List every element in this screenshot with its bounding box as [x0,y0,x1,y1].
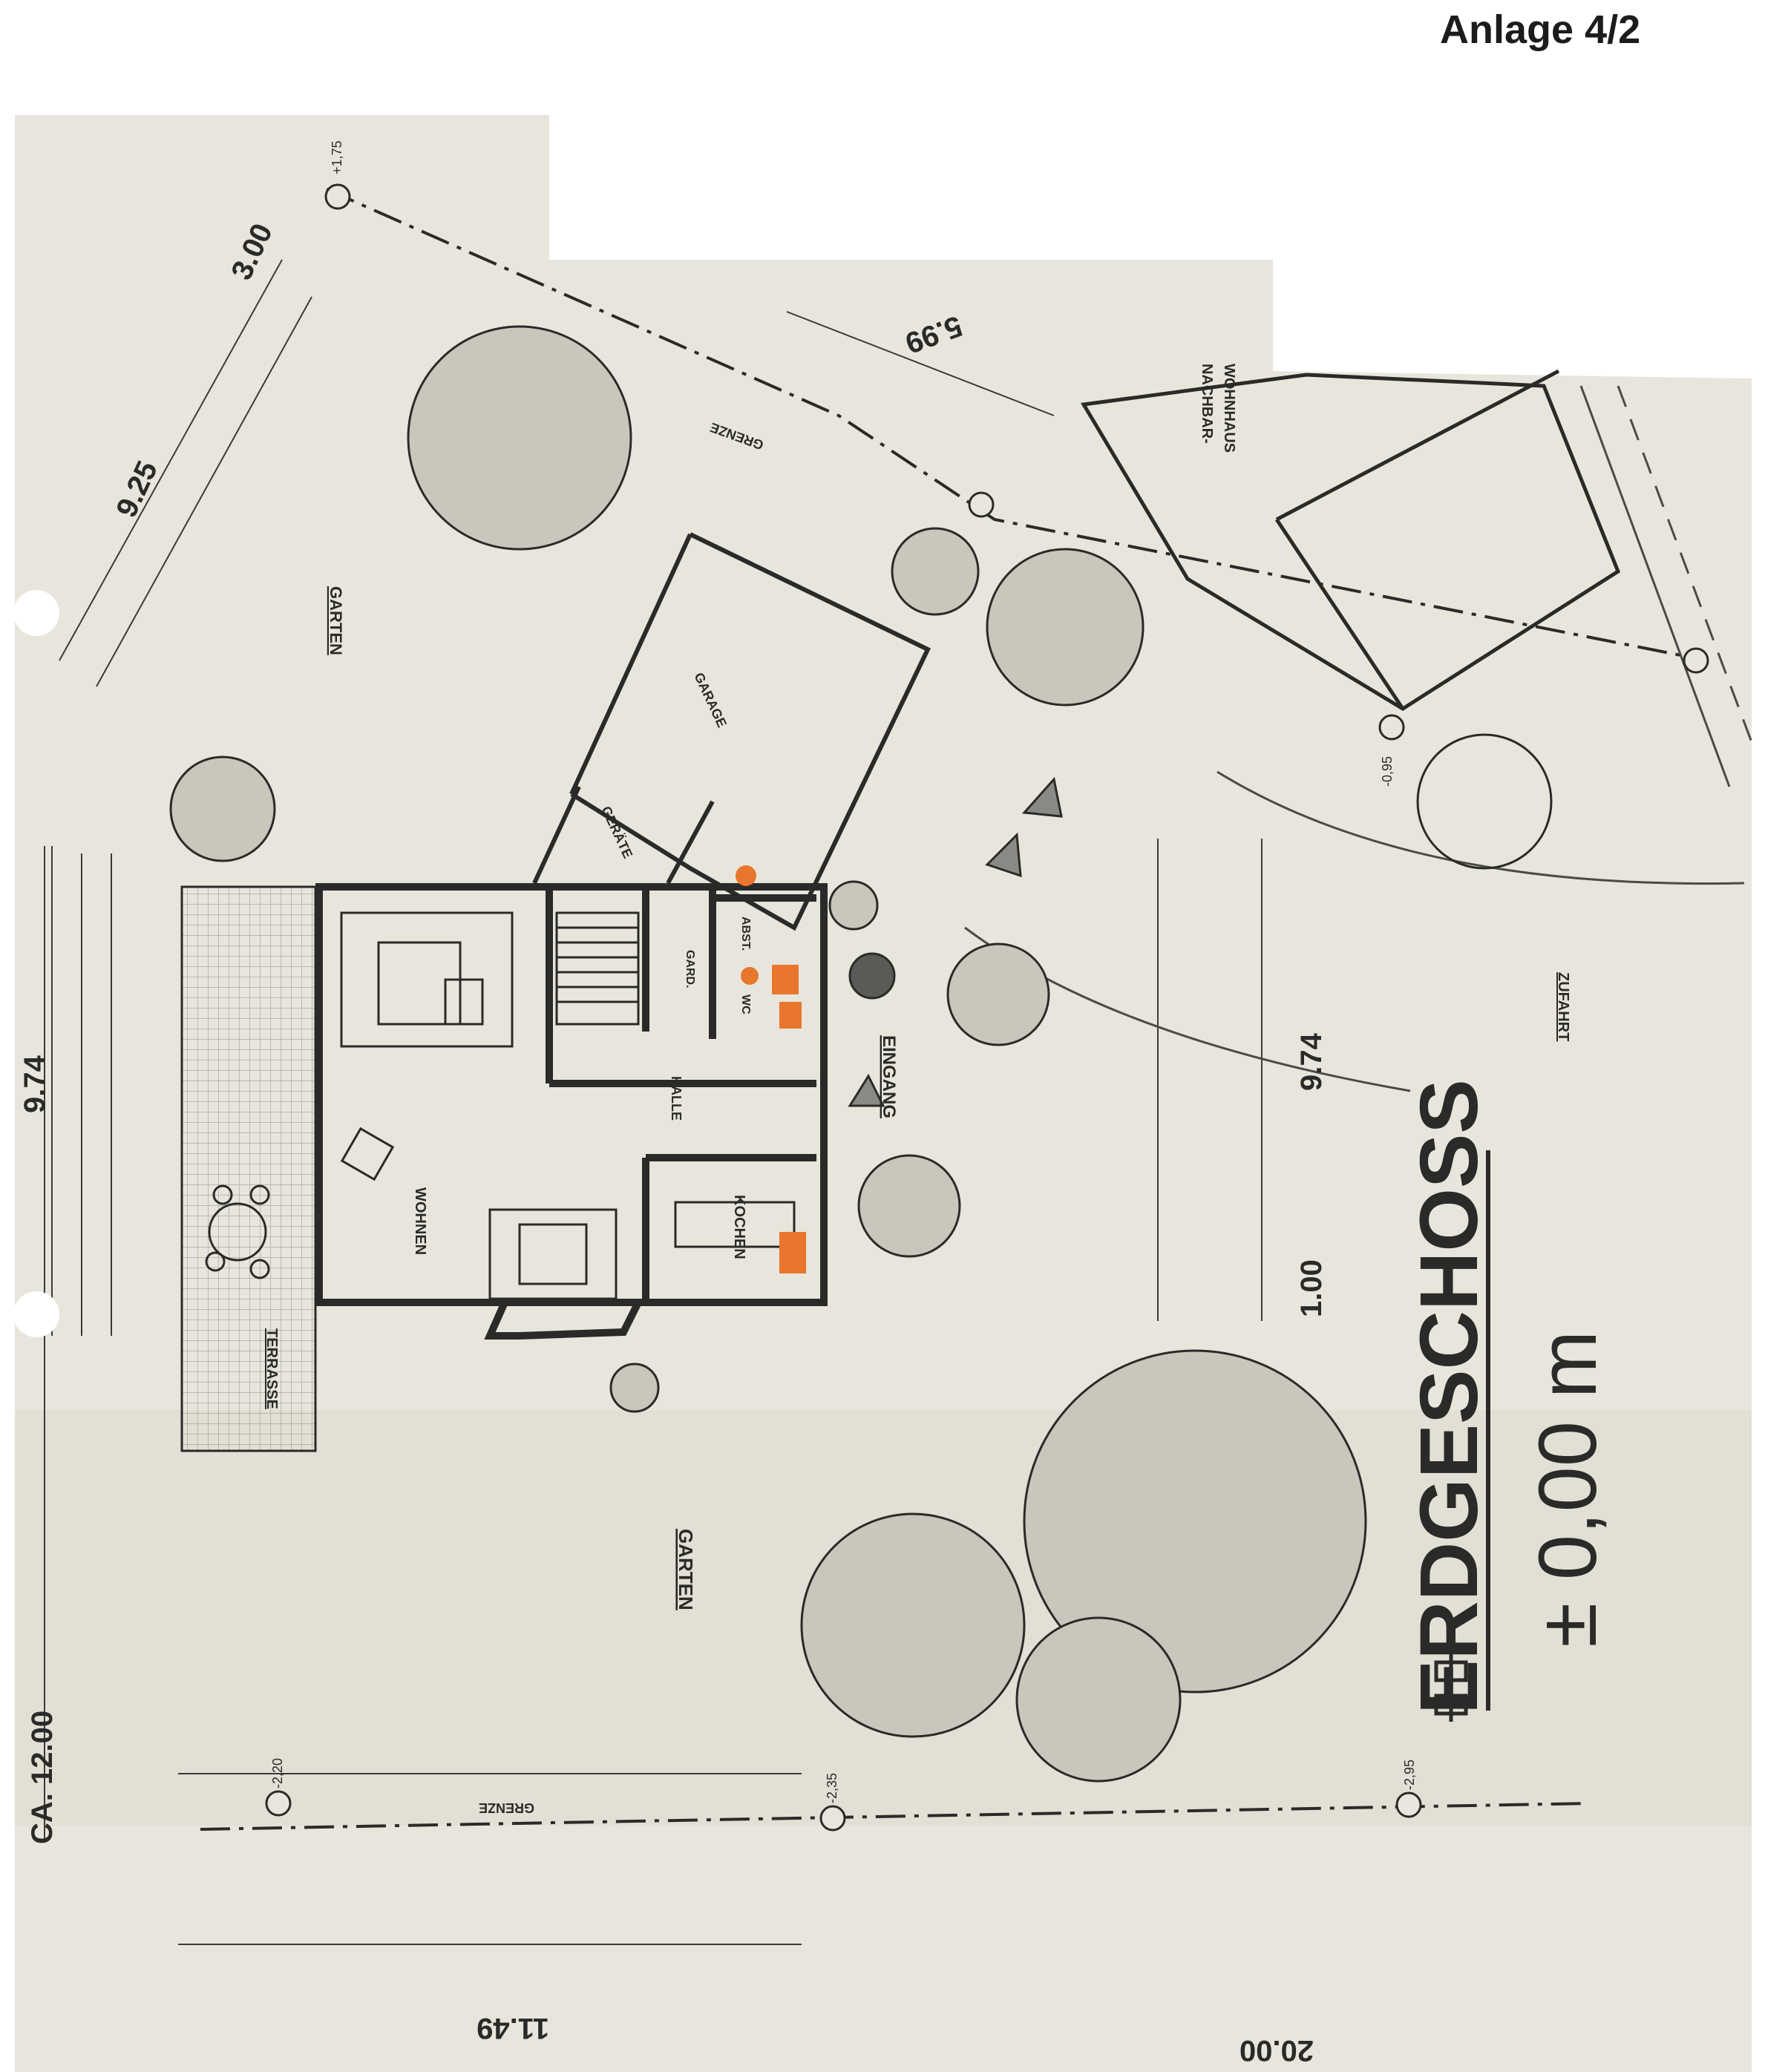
property-boundary [200,188,1708,1831]
trees [169,325,1553,1783]
orange-fixtures [736,865,806,1273]
floor-title: ERDGESCHOSS [1404,1079,1495,1714]
dim-9-74-right: 9.74 [1295,1032,1328,1091]
level-markers [265,183,1709,1832]
label-neighbour-house-1: NACHBAR- [1199,364,1215,444]
garage-outline [532,532,931,931]
room-label-wc: WC [739,994,752,1014]
annex-label: Anlage 4/2 [1440,7,1641,52]
living-furniture [340,911,796,1300]
dimension-lines [44,259,1263,1945]
dim-9-74-left: 9.74 [19,1055,51,1113]
dim-1-00: 1.00 [1295,1259,1328,1317]
level-minus-2-20: -2,20 [270,1758,285,1789]
punch-hole-bottom [13,1291,59,1337]
room-label-kochen: KOCHEN [731,1195,747,1259]
level-symbol-icon [1434,1640,1468,1722]
room-label-garderobe: GARD. [684,950,696,989]
dim-ca-12-00: CA. 12.00 [26,1711,59,1844]
punch-hole-top [13,590,59,636]
level-minus-0-95: -0,95 [1380,756,1395,787]
level-top: +1,75 [330,140,344,174]
house-walls [315,883,828,1340]
neighbour-house [1080,369,1621,711]
label-zufahrt: ZUFAHRT [1555,972,1571,1041]
room-label-halle: HALLE [669,1076,684,1121]
level-minus-2-95: -2,95 [1402,1760,1417,1790]
label-neighbour-house-2: WOHNHAUS [1221,364,1237,453]
staircase [555,911,640,1026]
room-label-abstellraum: ABST. [739,917,752,951]
direction-triangles [848,776,1063,1107]
terrace-table [205,1184,270,1279]
driveway-road [964,385,1753,1092]
room-label-terrasse: TERRASSE [263,1328,280,1409]
dim-20-00: 20.00 [1240,2034,1314,2067]
dim-11-49: 11.49 [477,2012,549,2045]
label-garten-top: GARTEN [327,586,345,655]
boundary-label-bottom: GRENZE [479,1800,534,1815]
terrace-paving [182,887,315,1451]
label-garten-bottom: GARTEN [675,1529,697,1610]
label-eingang: EINGANG [879,1035,899,1118]
level-minus-2-35: -2,35 [825,1773,839,1803]
floor-level: ± 0,00 m [1522,1331,1614,1648]
room-label-wohnen: WOHNEN [412,1187,428,1255]
